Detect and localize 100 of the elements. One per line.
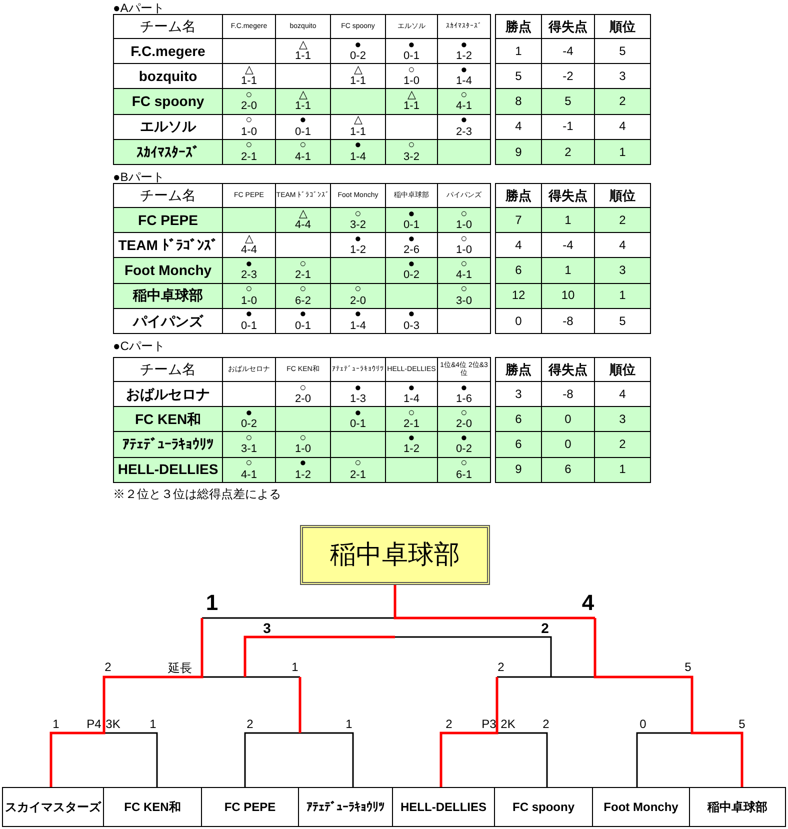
match-result: ○ 4-1 [275,138,331,165]
match-result: ● 0-1 [385,207,438,234]
section-heading: ●Bパート [113,169,164,183]
points: 9 [495,138,542,165]
score: 2 [446,717,452,731]
match-result: ○ 3-1 [222,431,276,458]
match-result: ● 0-1 [330,406,386,432]
match-result: ● 0-2 [385,257,438,284]
goal-difference: 5 [541,88,595,115]
score: 0 [640,717,646,731]
score: 1 [346,717,352,731]
match-result: ○ 4-1 [222,456,276,483]
match-result: ● 1-4 [330,138,386,165]
rank: 3 [594,406,651,432]
match-result: ○ 2-0 [437,406,491,432]
rank: 5 [594,308,651,334]
points: 12 [495,282,542,309]
match-result: ● 0-2 [222,406,276,432]
score: 1 [150,717,156,731]
score: 2 [542,717,550,731]
champion-box: 稲中卓球部 [300,525,490,585]
match-result: ○ 6-2 [275,282,331,309]
score: 5 [738,717,746,731]
points: 6 [495,406,542,432]
team-box: FC spoony [494,787,593,827]
penalty-note: 3K [106,717,120,731]
points: 6 [495,257,542,284]
points: 8 [495,88,542,115]
team-box: HELL-DELLIES [392,787,495,827]
match-result: ○ 3-2 [330,207,386,234]
team-name: ｽｶｲﾏｽﾀｰｽﾞ [113,138,223,165]
match-result: ○ 6-1 [437,456,491,483]
match-result: ○ 2-1 [275,257,331,284]
match-result: ○ 3-2 [385,138,438,165]
match-result: ○ 2-1 [222,138,276,165]
match-result: △ 1-1 [275,88,331,115]
score: 2 [246,717,254,731]
goal-difference: 0 [541,406,595,432]
score: 2 [498,660,504,674]
match-result: ● 1-2 [275,456,331,483]
team-box: スカイマスターズ [2,787,104,827]
rank: 2 [594,88,651,115]
team-name: HELL-DELLIES [113,456,223,483]
team-name: パイパンズ [113,308,223,334]
rank: 1 [594,456,651,483]
goal-difference: 10 [541,282,595,309]
team-box: FC PEPE [201,787,299,827]
match-result: ● 1-2 [385,431,438,458]
penalty-note: P4 [86,717,102,731]
match-result: ○ 4-1 [437,257,491,284]
match-result: ○ 4-1 [437,88,491,115]
team-name: ｱﾃｪﾃﾞｭｰﾗｷｮｳﾘﾂ [113,431,223,458]
match-result: ○ 1-0 [275,431,331,458]
points: 6 [495,431,542,458]
rank: 2 [594,207,651,234]
score: 5 [684,660,692,674]
points: 9 [495,456,542,483]
team-name: FC spoony [113,88,223,115]
score: 3 [263,620,271,636]
team-box: FC KEN和 [103,787,202,827]
goal-difference: 6 [541,456,595,483]
rank: 2 [594,431,651,458]
team-name: FC KEN和 [113,406,223,432]
rank: 1 [594,282,651,309]
team-name: Foot Monchy [113,257,223,284]
team-name: 稲中卓球部 [113,282,223,309]
goal-difference: 1 [541,207,595,234]
match-result: ● 0-2 [437,431,491,458]
score: 4 [582,590,594,616]
goal-difference: 2 [541,138,595,165]
section-heading: ●Cパート [113,338,165,352]
match-result: ○ 2-1 [330,456,386,483]
extra-time-note: 延長 [168,660,192,677]
rank: 3 [594,257,651,284]
points: 0 [495,308,542,334]
match-result: △ 1-1 [385,88,438,115]
penalty-note: P3 [482,717,496,731]
score: 1 [206,590,218,616]
match-result: ○ 2-0 [330,282,386,309]
score: 2 [541,620,549,636]
match-result: ○ 2-0 [222,88,276,115]
match-result: ○ 1-0 [437,207,491,234]
penalty-note: 2K [500,717,516,731]
rank: 1 [594,138,651,165]
goal-difference: 0 [541,431,595,458]
section-heading: ●Aパート [113,0,164,14]
team-box: Foot Monchy [592,787,690,827]
points: 7 [495,207,542,234]
match-result: ○ 1-0 [222,282,276,309]
match-result: ● 2-3 [222,257,276,284]
team-box: 稲中卓球部 [689,787,786,827]
score: 2 [104,660,112,674]
score: 1 [52,717,60,731]
match-result: ○ 3-0 [437,282,491,309]
goal-difference: 1 [541,257,595,284]
match-result: △ 4-4 [275,207,331,234]
team-name: FC PEPE [113,207,223,234]
match-result: ○ 2-1 [385,406,438,432]
footnote: ※２位と３位は総得点差による [113,486,281,500]
score: 1 [292,660,298,674]
